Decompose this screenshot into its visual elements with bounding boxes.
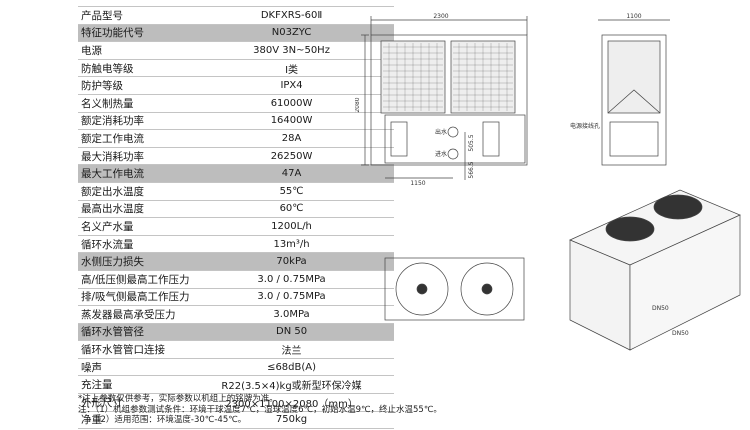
spec-row: 噪声≤68dB(A) xyxy=(78,358,394,377)
spec-label: 电源 xyxy=(78,41,190,60)
spec-label: 循环水管管径 xyxy=(78,323,190,342)
dim-bottom-width: 1150 xyxy=(410,180,425,187)
spec-label: 蒸发器最高承受压力 xyxy=(78,305,190,324)
dn-bottom-label: DN50 xyxy=(672,330,689,337)
spec-value: 55℃ xyxy=(189,182,394,201)
top-view-drawing xyxy=(384,257,525,321)
spec-value: 16400W xyxy=(189,112,394,131)
dim-pipe-spacing: 505.5 xyxy=(468,134,475,151)
spec-label: 最大工作电流 xyxy=(78,164,190,183)
spec-value: 3.0 / 0.75MPa xyxy=(189,270,394,289)
spec-value: DKFXRS-60Ⅱ xyxy=(189,6,394,25)
spec-label: 防护等级 xyxy=(78,76,190,95)
spec-value: 3.0 / 0.75MPa xyxy=(189,288,394,307)
spec-label: 循环水管管口连接 xyxy=(78,340,190,359)
spec-value: 2300×1100×2080（mm） xyxy=(189,393,394,412)
front-view-drawing: 2300 2080 1150 505.5 566.5 出水 进水 xyxy=(355,13,528,187)
spec-row: 循环水管管口连接法兰 xyxy=(78,340,394,359)
spec-value: 750kg xyxy=(189,411,394,430)
spec-label: 高/低压侧最高工作压力 xyxy=(78,270,190,289)
spec-value: DN 50 xyxy=(189,323,394,342)
spec-label: 循环水流量 xyxy=(78,235,190,254)
side-view-drawing: 1100 电源接线孔 xyxy=(570,13,670,166)
spec-value: 28A xyxy=(189,129,394,148)
dim-pipe-height: 566.5 xyxy=(468,161,475,178)
spec-value: 380V 3N~50Hz xyxy=(189,41,394,60)
spec-value: 3.0MPa xyxy=(189,305,394,324)
spec-label: 额定消耗功率 xyxy=(78,112,190,131)
spec-value: 13m³/h xyxy=(189,235,394,254)
dn-top-label: DN50 xyxy=(652,305,669,312)
spec-label: 净重 xyxy=(78,411,190,430)
spec-label: 水侧压力损失 xyxy=(78,252,190,271)
spec-label: 额定工作电流 xyxy=(78,129,190,148)
notes: *注上参数仅供参考，实际参数以机组上的铭牌为准。 注：（1）机组参数测试条件：环… xyxy=(78,394,442,426)
dim-height: 2080 xyxy=(355,97,361,112)
spec-value: N03ZYC xyxy=(189,24,394,43)
dim-side-width: 1100 xyxy=(626,13,641,20)
spec-label: 外形尺寸 xyxy=(78,393,190,412)
spec-label: 名义制热量 xyxy=(78,94,190,113)
note-line: 注：（1）机组参数测试条件：环境干球温度7℃，湿球温度6℃，初始水温9℃，终止水… xyxy=(78,404,442,415)
spec-value: 60℃ xyxy=(189,200,394,219)
outlet-label: 出水 xyxy=(435,128,447,136)
spec-value: 法兰 xyxy=(189,340,394,359)
spec-label: 特征功能代号 xyxy=(78,24,190,43)
spec-label: 防触电等级 xyxy=(78,59,190,78)
spec-label: 产品型号 xyxy=(78,6,190,25)
note-line: *注上参数仅供参考，实际参数以机组上的铭牌为准。 xyxy=(78,394,278,404)
spec-value: R22(3.5×4)kg或新型环保冷媒 xyxy=(189,375,394,395)
spec-value: 47A xyxy=(189,164,394,183)
dim-front-width: 2300 xyxy=(433,13,448,20)
spec-value: ≤68dB(A) xyxy=(189,358,394,377)
spec-label: 最高出水温度 xyxy=(78,200,190,219)
spec-value: 61000W xyxy=(189,94,394,113)
spec-value: Ⅰ类 xyxy=(189,59,394,78)
spec-label: 额定出水温度 xyxy=(78,182,190,201)
electric-label: 电源接线孔 xyxy=(570,122,600,130)
spec-label: 排/吸气侧最高工作压力 xyxy=(78,288,190,307)
spec-value: 1200L/h xyxy=(189,217,394,236)
spec-label: 充注量 xyxy=(78,375,190,395)
spec-label: 最大消耗功率 xyxy=(78,147,190,166)
spec-value: 70kPa xyxy=(189,252,394,271)
spec-label: 噪声 xyxy=(78,358,190,377)
isometric-view-drawing: DN50 DN50 xyxy=(569,189,741,351)
note-line: （2）适用范围：环境温度-30℃-45℃。 xyxy=(92,415,247,425)
spec-label: 名义产水量 xyxy=(78,217,190,236)
spec-value: 26250W xyxy=(189,147,394,166)
spec-value: IPX4 xyxy=(189,76,394,95)
inlet-label: 进水 xyxy=(435,150,447,158)
